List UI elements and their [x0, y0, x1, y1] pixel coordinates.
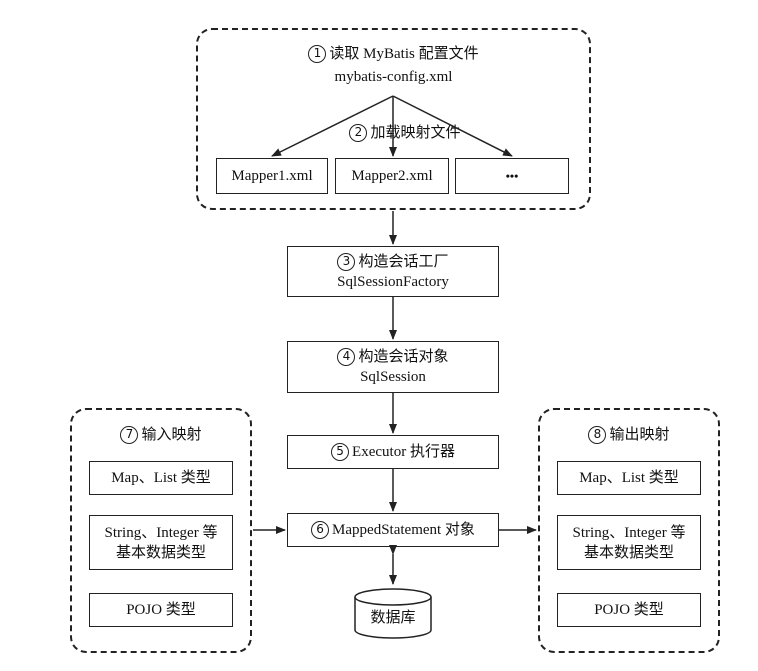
input-mapping-title-text: 输入映射 [141, 427, 202, 443]
mapper-more-label: ••• [505, 169, 519, 183]
input-pojo-label: POJO 类型 [126, 602, 196, 618]
output-basic-types-label: 基本数据类型 [583, 544, 674, 561]
step2-number: 2 [349, 124, 368, 142]
mapper2-box: Mapper2.xml [335, 158, 449, 194]
step4-title-text: 构造会话对象 [358, 349, 449, 365]
input-basic-types-label: 基本数据类型 [115, 544, 206, 561]
input-basic-types-box: String、Integer 等 基本数据类型 [89, 515, 233, 570]
step1-title-text: 读取 MyBatis 配置文件 [329, 46, 479, 62]
step4-name: SqlSession [360, 369, 426, 385]
step6-title-text: MappedStatement 对象 [332, 522, 475, 538]
output-map-list-label: Map、List 类型 [579, 470, 679, 486]
step6-number: 6 [311, 521, 330, 539]
output-map-list-box: Map、List 类型 [557, 461, 701, 495]
input-pojo-box: POJO 类型 [89, 593, 233, 627]
mapper1-box: Mapper1.xml [216, 158, 328, 194]
input-string-integer-label: String、Integer 等 [104, 524, 218, 541]
database-cylinder [354, 588, 432, 639]
output-basic-types-box: String、Integer 等 基本数据类型 [557, 515, 701, 570]
step7-number: 7 [120, 426, 139, 444]
output-pojo-label: POJO 类型 [594, 602, 664, 618]
config-group [196, 28, 591, 210]
input-map-list-label: Map、List 类型 [111, 470, 211, 486]
output-mapping-group [538, 408, 720, 653]
step8-number: 8 [588, 426, 607, 444]
step3-number: 3 [337, 252, 356, 271]
output-mapping-title-text: 输出映射 [609, 427, 670, 443]
step1-number: 1 [308, 45, 327, 63]
step5-title-text: Executor 执行器 [352, 444, 455, 460]
arrow-config-to-more [392, 95, 513, 157]
input-mapping-group [70, 408, 252, 653]
mapper-more-box: ••• [455, 158, 569, 194]
database-label: 数据库 [370, 610, 416, 626]
step5-number: 5 [331, 443, 350, 461]
arrow-config-to-mapper1 [271, 95, 394, 157]
config-file-name: mybatis-config.xml [334, 69, 453, 85]
input-map-list-box: Map、List 类型 [89, 461, 233, 495]
mapper2-label: Mapper2.xml [351, 168, 433, 184]
step4-number: 4 [337, 348, 356, 366]
output-pojo-box: POJO 类型 [557, 593, 701, 627]
step3-name: SqlSessionFactory [337, 273, 449, 290]
output-string-integer-label: String、Integer 等 [572, 524, 686, 541]
mapper1-label: Mapper1.xml [231, 168, 313, 184]
step3-title-text: 构造会话工厂 [358, 253, 449, 270]
